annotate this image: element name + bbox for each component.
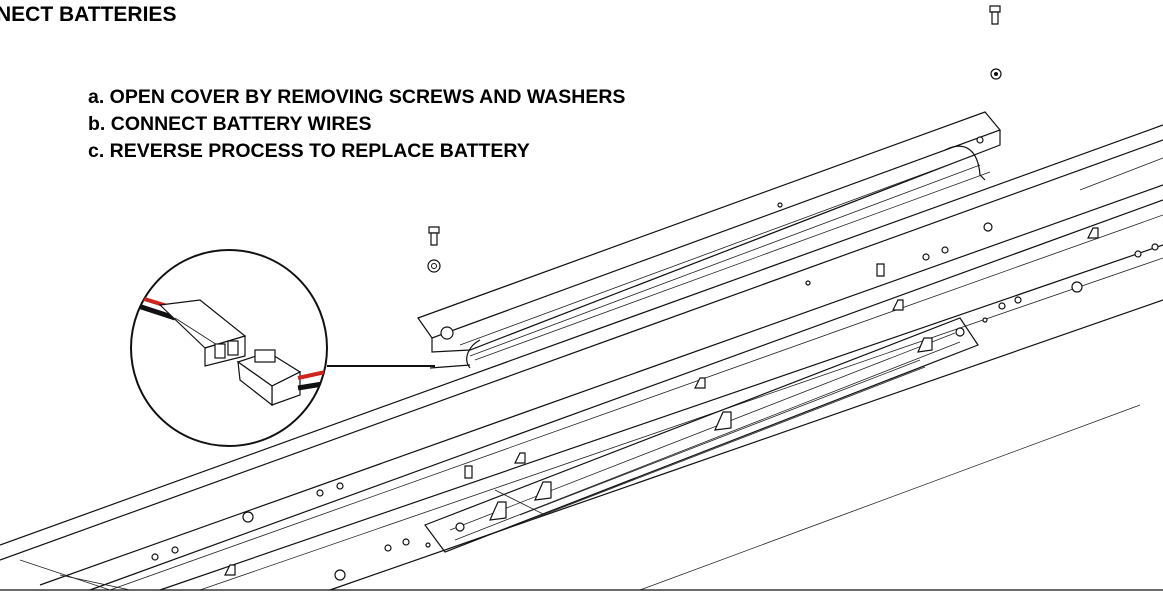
- male-connector: [236, 349, 302, 407]
- battery-wire-black: [131, 297, 176, 321]
- fixture-housing: [0, 124, 1163, 591]
- washer-icon: [427, 259, 441, 273]
- battery-tray: [424, 317, 979, 553]
- screw-icon: [428, 226, 440, 246]
- fixture-details: [151, 222, 1159, 581]
- connector-detail-callout: [130, 249, 328, 447]
- screw-icon: [989, 5, 1001, 25]
- step-b: b. CONNECT BATTERY WIRES: [88, 113, 372, 135]
- washer-icon: [990, 68, 1002, 80]
- step-c: c. REVERSE PROCESS TO REPLACE BATTERY: [88, 140, 530, 162]
- battery-wire-red: [297, 368, 327, 380]
- step-a: a. OPEN COVER BY REMOVING SCREWS AND WAS…: [88, 86, 626, 108]
- female-connector: [158, 299, 247, 367]
- section-heading: NECT BATTERIES: [0, 3, 177, 26]
- instruction-steps: a. OPEN COVER BY REMOVING SCREWS AND WAS…: [88, 84, 625, 165]
- battery-cover: [417, 111, 1002, 369]
- battery-wire-black: [297, 379, 327, 391]
